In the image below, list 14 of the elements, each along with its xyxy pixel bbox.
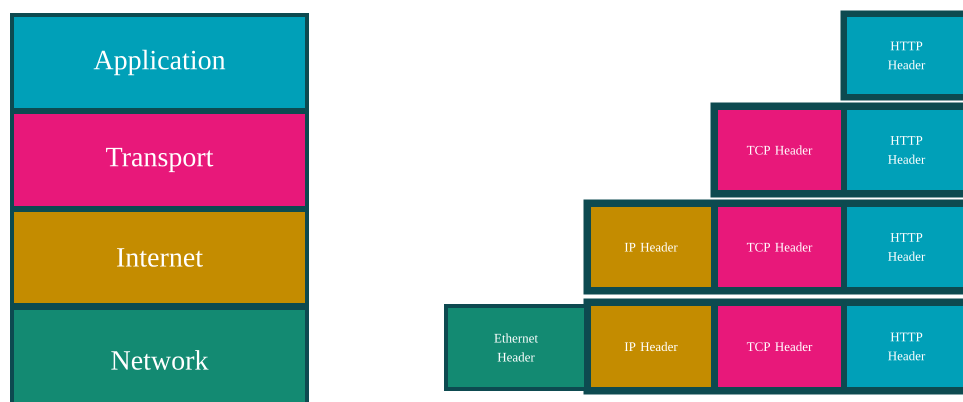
header-box: HTTP Header (843, 302, 963, 391)
layer-box: Application (10, 13, 309, 112)
header-box: HTTP Header (843, 13, 963, 98)
layer-box: Transport (10, 110, 309, 210)
header-box: TCP Header (714, 106, 845, 194)
header-box: TCP Header (714, 203, 845, 291)
header-box: HTTP Header (843, 203, 963, 291)
header-box: TCP Header (714, 302, 845, 391)
layer-box: Internet (10, 208, 309, 307)
header-box: Ethernet Header (444, 304, 588, 391)
header-box: IP Header (587, 203, 715, 291)
layer-box: Network (10, 306, 309, 402)
header-box: HTTP Header (843, 106, 963, 194)
header-box: IP Header (587, 302, 715, 391)
